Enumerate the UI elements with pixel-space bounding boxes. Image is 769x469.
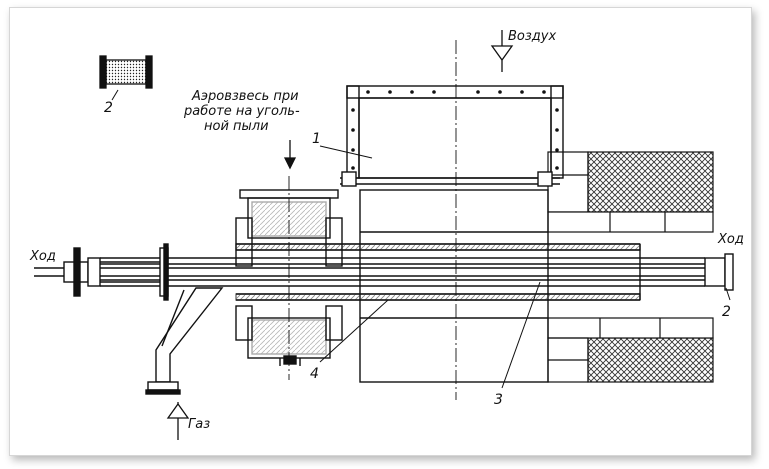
center-lines — [288, 40, 457, 400]
callout-4: 4 — [310, 366, 319, 382]
callout-3: 3 — [494, 392, 503, 408]
callout-1: 1 — [312, 131, 321, 147]
aerosuspension-label-1: Аэровзвесь при — [191, 89, 299, 104]
gas-arrow-icon — [166, 402, 190, 419]
dust-arrow-icon — [283, 157, 297, 170]
gas-label: Газ — [188, 417, 210, 432]
wall-insulation-top — [587, 151, 714, 213]
furnace-wall — [547, 151, 714, 383]
burner-pipes — [34, 243, 734, 301]
stroke-left-label: Ход — [29, 249, 56, 264]
flow-arrows — [166, 30, 514, 440]
wall-insulation-bottom — [587, 337, 714, 383]
callout-2-main: 2 — [722, 304, 731, 320]
leader-lines — [111, 89, 731, 389]
callout-2-detail: 2 — [104, 100, 113, 116]
stroke-right-label: Ход — [717, 232, 744, 247]
air-arrow-icon — [490, 45, 514, 62]
gas-inlet — [145, 287, 224, 395]
air-box — [340, 85, 564, 383]
detail-2-insert — [99, 55, 153, 89]
air-label: Воздух — [508, 29, 556, 44]
aerosuspension-label-3: ной пыли — [204, 119, 269, 134]
aerosuspension-label-2: работе на уголь- — [183, 104, 300, 119]
